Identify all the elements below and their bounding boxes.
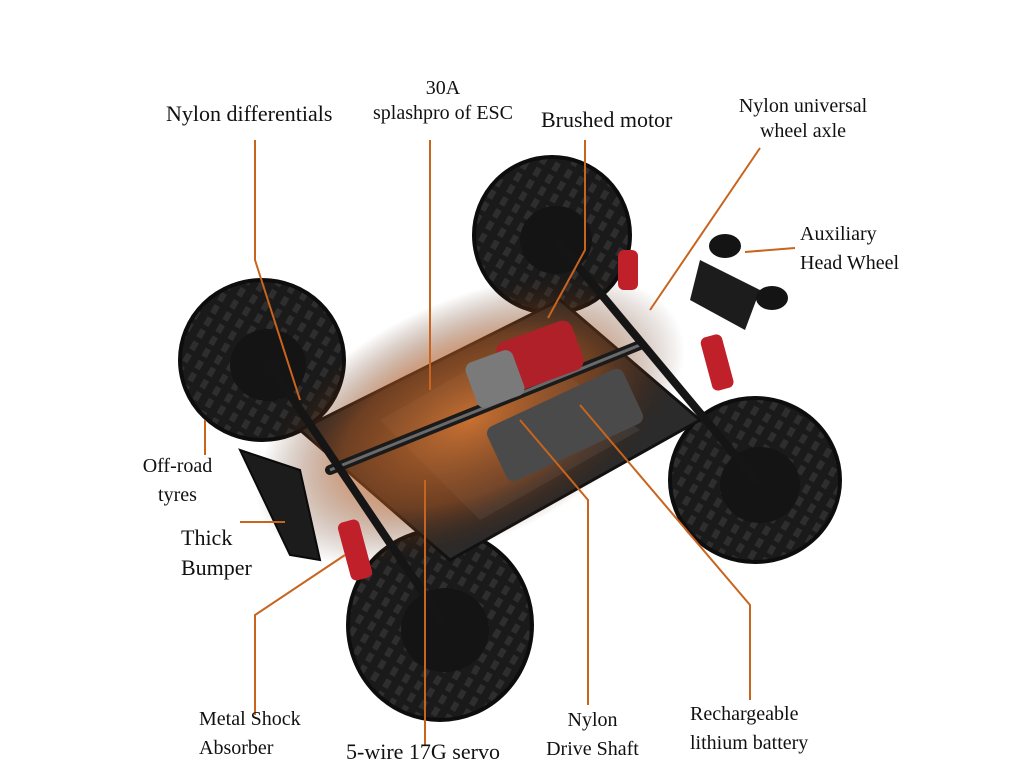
label-bumper-line1: Thick <box>181 523 252 553</box>
label-servo-text: 5-wire 17G servo <box>346 739 500 764</box>
label-esc: 30A splashpro of ESC <box>368 76 518 126</box>
leader-auxiliary-head-wheel <box>745 248 795 252</box>
label-axle-line2: wheel axle <box>728 119 878 144</box>
label-nylon-differentials: Nylon differentials <box>166 100 332 128</box>
label-brushed-motor: Brushed motor <box>541 106 672 134</box>
label-tyres-line2: tyres <box>130 481 225 510</box>
label-battery-line2: lithium battery <box>690 729 808 758</box>
label-nylon-differentials-text: Nylon differentials <box>166 101 332 126</box>
label-auxiliary-head-wheel: Auxiliary Head Wheel <box>800 220 899 278</box>
label-battery-line1: Rechargeable <box>690 700 808 729</box>
label-shaft-line2: Drive Shaft <box>530 735 655 764</box>
label-nylon-drive-shaft: Nylon Drive Shaft <box>530 706 655 764</box>
label-thick-bumper: Thick Bumper <box>181 523 252 582</box>
label-axle-line1: Nylon universal <box>728 94 878 119</box>
label-shaft-line1: Nylon <box>530 706 655 735</box>
label-esc-line2: splashpro of ESC <box>368 101 518 126</box>
label-esc-line1: 30A <box>368 76 518 101</box>
label-servo: 5-wire 17G servo <box>346 738 500 766</box>
label-off-road-tyres: Off-road tyres <box>130 452 225 510</box>
label-metal-shock-absorber: Metal Shock Absorber <box>199 705 301 763</box>
label-shock-line1: Metal Shock <box>199 705 301 734</box>
label-aux-line1: Auxiliary <box>800 220 899 249</box>
label-rechargeable-lithium-battery: Rechargeable lithium battery <box>690 700 808 758</box>
label-brushed-motor-text: Brushed motor <box>541 107 672 132</box>
label-nylon-universal-wheel-axle: Nylon universal wheel axle <box>728 94 878 144</box>
leader-metal-shock-absorber <box>255 555 345 715</box>
label-aux-line2: Head Wheel <box>800 249 899 278</box>
label-bumper-line2: Bumper <box>181 553 252 583</box>
label-tyres-line1: Off-road <box>130 452 225 481</box>
label-shock-line2: Absorber <box>199 734 301 763</box>
